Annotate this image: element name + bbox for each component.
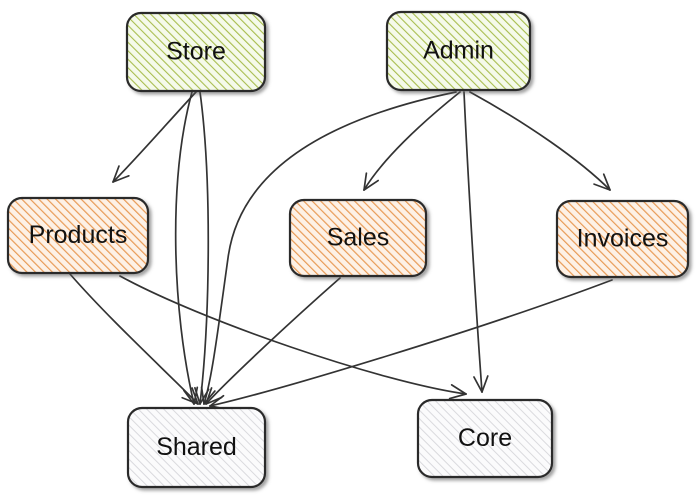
node-shape — [555, 199, 690, 279]
node-shape — [416, 398, 554, 479]
node-store[interactable]: Store — [125, 11, 267, 93]
node-shared[interactable]: Shared — [126, 406, 267, 489]
edge-products-to-shared — [69, 273, 199, 405]
node-shape — [385, 10, 532, 92]
edge-store-to-shared — [174, 91, 199, 405]
edge-store-to-products — [112, 91, 197, 183]
edge-store-to-shared — [194, 91, 210, 405]
node-admin[interactable]: Admin — [385, 10, 532, 92]
node-invoices[interactable]: Invoices — [555, 199, 690, 279]
edge-products-to-core — [119, 275, 467, 400]
node-shape — [6, 196, 150, 275]
edge-admin-to-sales — [363, 91, 461, 191]
node-shape — [125, 11, 267, 93]
edge-admin-to-shared — [200, 91, 457, 405]
edge-admin-to-core — [463, 91, 489, 393]
node-products[interactable]: Products — [6, 196, 150, 275]
node-core[interactable]: Core — [416, 398, 554, 479]
edge-invoices-to-shared — [209, 279, 613, 411]
edge-layer — [69, 91, 613, 411]
node-shape — [126, 406, 267, 489]
node-sales[interactable]: Sales — [288, 198, 428, 278]
edge-admin-to-invoices — [469, 91, 611, 191]
node-shape — [288, 198, 428, 278]
